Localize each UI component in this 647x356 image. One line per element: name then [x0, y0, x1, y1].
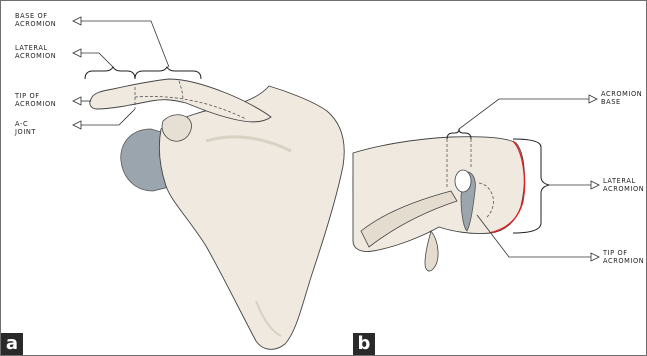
label-lateral-acromion-b: Lateral acromion: [603, 178, 644, 193]
panel-letter-a: a: [1, 333, 23, 355]
label-tip-of-acromion-a: Tip of acromion: [15, 93, 56, 108]
label-lateral-line2-a: acromion: [15, 53, 56, 61]
panel-b-illustration: [353, 95, 599, 271]
panel-letter-b: b: [353, 333, 375, 355]
panel-a-illustration: [73, 17, 344, 349]
label-base-line2-b: Base: [601, 99, 642, 107]
label-base-line2-a: acromion: [15, 21, 56, 29]
label-lateral-line2-b: acromion: [603, 186, 644, 194]
coracoid-a: [162, 115, 191, 142]
label-tip-of-acromion-b: Tip of acromion: [603, 250, 644, 265]
label-ac-line2-a: Joint: [15, 129, 36, 137]
brace-base-a: [135, 67, 201, 79]
coracoid-b: [425, 231, 438, 271]
brace-lateral-a: [85, 67, 135, 79]
label-acromion-base-b: Acromion Base: [601, 91, 642, 106]
label-ac-joint-a: A-C Joint: [15, 121, 36, 136]
label-tip-line2-a: acromion: [15, 101, 56, 109]
label-tip-line2-b: acromion: [603, 258, 644, 266]
label-lateral-acromion-a: Lateral acromion: [15, 45, 56, 60]
label-base-of-acromion-a: Base of acromion: [15, 13, 56, 28]
